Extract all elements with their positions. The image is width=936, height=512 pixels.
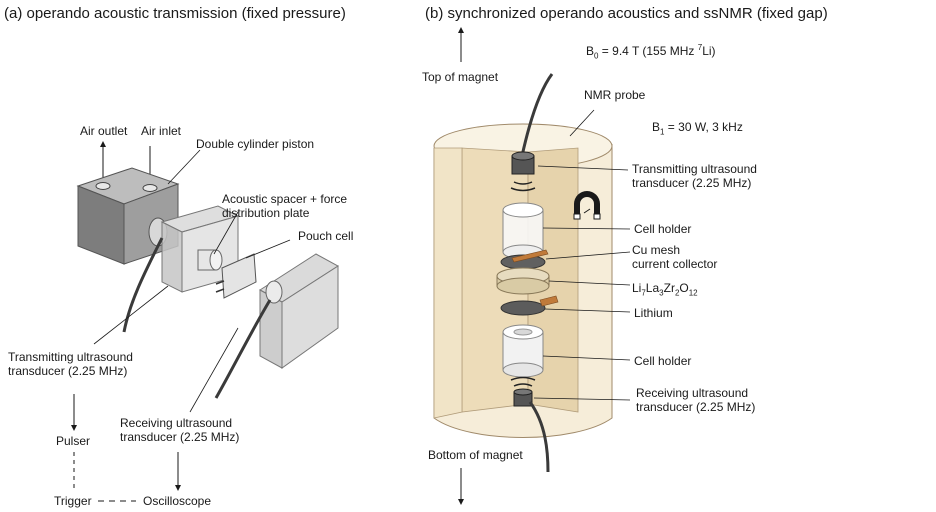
transmitting-label-a: Transmitting ultrasound transducer (2.25… <box>8 350 133 378</box>
pulser-label: Pulser <box>56 434 90 448</box>
piston-label: Double cylinder piston <box>196 137 314 151</box>
panel-a-title: (a) operando acoustic transmission (fixe… <box>4 5 346 22</box>
transmitting-label-b: Transmitting ultrasound transducer (2.25… <box>632 162 757 190</box>
air-inlet-label: Air inlet <box>141 124 181 138</box>
spacer-label: Acoustic spacer + force distribution pla… <box>222 192 347 220</box>
nmr-probe-label: NMR probe <box>584 88 645 102</box>
receiving-box <box>260 254 338 368</box>
bottom-cell-holder <box>503 325 543 377</box>
pouch-cell-label: Pouch cell <box>298 229 353 243</box>
receiving-label-b: Receiving ultrasound transducer (2.25 MH… <box>636 386 755 414</box>
air-outlet-label: Air outlet <box>80 124 127 138</box>
acoustic-spacer <box>198 250 222 270</box>
oscilloscope-label: Oscilloscope <box>143 494 211 508</box>
b1-label: B1 = 30 W, 3 kHz <box>652 120 743 134</box>
cell-holder-bottom-label: Cell holder <box>634 354 691 368</box>
llzo-pellet <box>497 268 549 294</box>
cu-mesh-label: Cu mesh current collector <box>632 243 717 271</box>
receiving-label-a: Receiving ultrasound transducer (2.25 MH… <box>120 416 239 444</box>
llzo-label: Li7La3Zr2O12 <box>632 281 698 295</box>
top-magnet-label: Top of magnet <box>422 70 498 84</box>
panel-b-title: (b) synchronized operando acoustics and … <box>425 5 828 22</box>
cell-holder-top-label: Cell holder <box>634 222 691 236</box>
trigger-label: Trigger <box>54 494 92 508</box>
lithium-label: Lithium <box>634 306 673 320</box>
b0-label: B0 = 9.4 T (155 MHz 7Li) <box>586 44 716 58</box>
top-cell-holder <box>503 203 543 259</box>
bottom-magnet-label: Bottom of magnet <box>428 448 523 462</box>
